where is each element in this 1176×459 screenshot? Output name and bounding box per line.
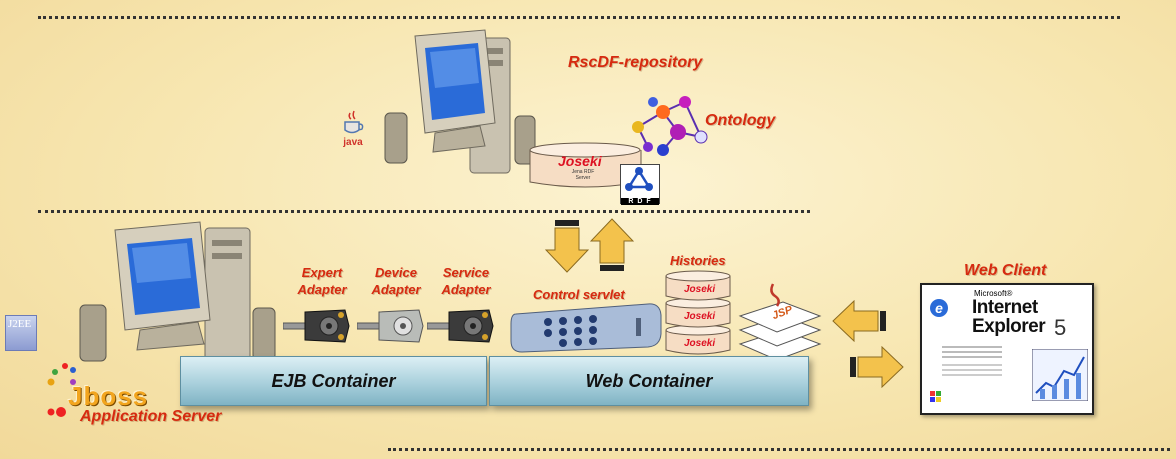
jsp-pages-icon <box>738 283 822 361</box>
device-adapter-plug-icon <box>357 309 424 343</box>
histories-joseki-text-3: Joseki <box>684 338 716 349</box>
up-arrow-icon <box>590 218 634 271</box>
service-adapter-plug-icon <box>427 309 494 343</box>
application-server-computer-icon <box>79 221 276 369</box>
device-adapter-label: Device Adapter <box>371 265 421 297</box>
database-cylinder-icon <box>529 142 642 188</box>
ejb-container-label: EJB Container <box>271 370 396 391</box>
right-arrow-icon <box>850 346 904 388</box>
histories-joseki-text-2: Joseki <box>684 311 716 322</box>
java-cup-icon <box>344 110 364 134</box>
web-container-box: Web Container <box>489 356 809 406</box>
rdf-logo: R D F <box>620 164 660 205</box>
application-server-label: Application Server <box>80 408 222 425</box>
joseki-subtitle: Jena RDF Server <box>571 169 595 181</box>
windows-flag-icon <box>930 391 941 402</box>
histories-joseki-text-1: Joseki <box>684 284 716 295</box>
expert-adapter-label: Expert Adapter <box>297 265 347 297</box>
histories-label: Histories <box>670 253 726 268</box>
rdf-graph-icon <box>625 167 653 191</box>
web-client-label: Web Client <box>964 262 1047 279</box>
repository-label: RscDF-repository <box>568 54 703 71</box>
ie-version-text: 5 <box>1054 315 1067 340</box>
ie-chart-graphic-icon <box>1032 349 1088 401</box>
separator-middle <box>38 210 810 213</box>
web-container-label: Web Container <box>585 370 713 391</box>
control-servlet-label: Control servlet <box>533 287 625 302</box>
expert-adapter-plug-icon <box>283 309 350 343</box>
separator-top <box>38 16 1120 19</box>
ie-internet-text: Internet <box>972 297 1038 318</box>
histories-database-stack-icon <box>665 270 731 355</box>
java-logo-text: java <box>343 137 363 148</box>
ie-logo-icon: e <box>930 299 948 317</box>
j2ee-logo: J2EE <box>5 315 37 351</box>
java-logo-icon: java <box>338 110 368 150</box>
ontology-network-icon <box>632 96 708 156</box>
jboss-dots-icon <box>47 363 76 417</box>
ie-info-lines <box>942 343 1002 379</box>
repository-computer-icon <box>384 29 536 174</box>
ejb-container-box: EJB Container <box>180 356 487 406</box>
joseki-logo-text: Joseki <box>558 153 602 169</box>
rdf-logo-text: R D F <box>621 198 659 205</box>
web-client-browser-card: e Microsoft® Internet Explorer 5 <box>920 283 1094 415</box>
separator-bottom <box>388 448 1170 451</box>
left-arrow-icon <box>832 300 886 342</box>
control-servlet-remote-icon <box>510 303 662 353</box>
jboss-logo-text: Jboss <box>68 381 149 411</box>
joseki-server-database: Joseki Jena RDF Server <box>528 142 643 192</box>
service-adapter-label: Service Adapter <box>441 265 491 297</box>
ontology-label: Ontology <box>705 112 776 129</box>
ie-microsoft-text: Microsoft® <box>974 289 1013 298</box>
down-arrow-icon <box>545 220 589 273</box>
ie-explorer-text: Explorer <box>972 316 1046 337</box>
